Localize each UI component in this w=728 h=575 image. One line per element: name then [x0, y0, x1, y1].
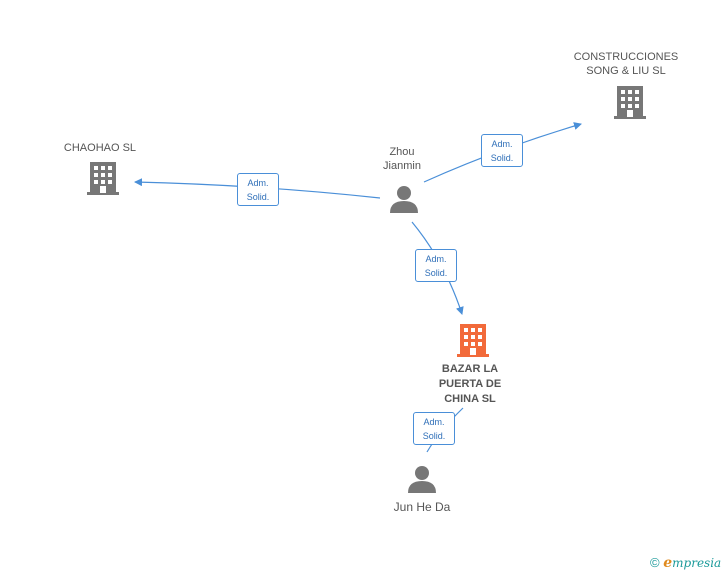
- edge-badge-jun-bazar[interactable]: Adm. Solid.: [413, 412, 455, 445]
- node-chaohao-label: CHAOHAO SL: [63, 142, 137, 154]
- node-zhou[interactable]: Zhou Jianmin: [362, 145, 442, 173]
- edge-badge-line1: Adm.: [491, 139, 513, 149]
- node-construcciones-line2: SONG & LIU SL: [586, 65, 666, 77]
- node-bazar-line1: BAZAR LA: [441, 363, 499, 375]
- copyright-icon: ©: [650, 555, 660, 570]
- edge-badge-line1: Adm.: [247, 178, 269, 188]
- edge-badge-line2: Solid.: [490, 153, 514, 163]
- footer-brand: © empresia: [650, 555, 721, 571]
- node-construcciones-line1: CONSTRUCCIONES: [573, 51, 679, 63]
- edge-badge-line1: Adm.: [425, 254, 447, 264]
- edge-badge-zhou-chaohao[interactable]: Adm. Solid.: [237, 173, 279, 206]
- node-zhou-line2: Jianmin: [383, 160, 421, 172]
- edge-badge-zhou-bazar[interactable]: Adm. Solid.: [415, 249, 457, 282]
- building-icon: [87, 162, 119, 195]
- edge-badge-line2: Solid.: [422, 431, 446, 441]
- edge-badge-line1: Adm.: [423, 417, 445, 427]
- node-chaohao[interactable]: CHAOHAO SL: [50, 141, 150, 155]
- edge-badge-line2: Solid.: [246, 192, 270, 202]
- node-bazar-line3: CHINA SL: [444, 393, 496, 405]
- brand-logo: empresia: [663, 555, 722, 571]
- edge-badge-zhou-construcciones[interactable]: Adm. Solid.: [481, 134, 523, 167]
- building-icon: [614, 86, 646, 119]
- node-jun[interactable]: Jun He Da: [372, 500, 472, 514]
- node-zhou-line1: Zhou: [389, 146, 415, 158]
- node-jun-label: Jun He Da: [393, 500, 451, 514]
- building-icon-focus: [457, 324, 489, 357]
- node-bazar[interactable]: BAZAR LA PUERTA DE CHINA SL: [420, 362, 520, 407]
- person-icon: [390, 186, 418, 213]
- node-construcciones[interactable]: CONSTRUCCIONES SONG & LIU SL: [566, 50, 686, 78]
- edge-badge-line2: Solid.: [424, 268, 448, 278]
- person-icon: [408, 466, 436, 493]
- node-bazar-line2: PUERTA DE: [438, 378, 502, 390]
